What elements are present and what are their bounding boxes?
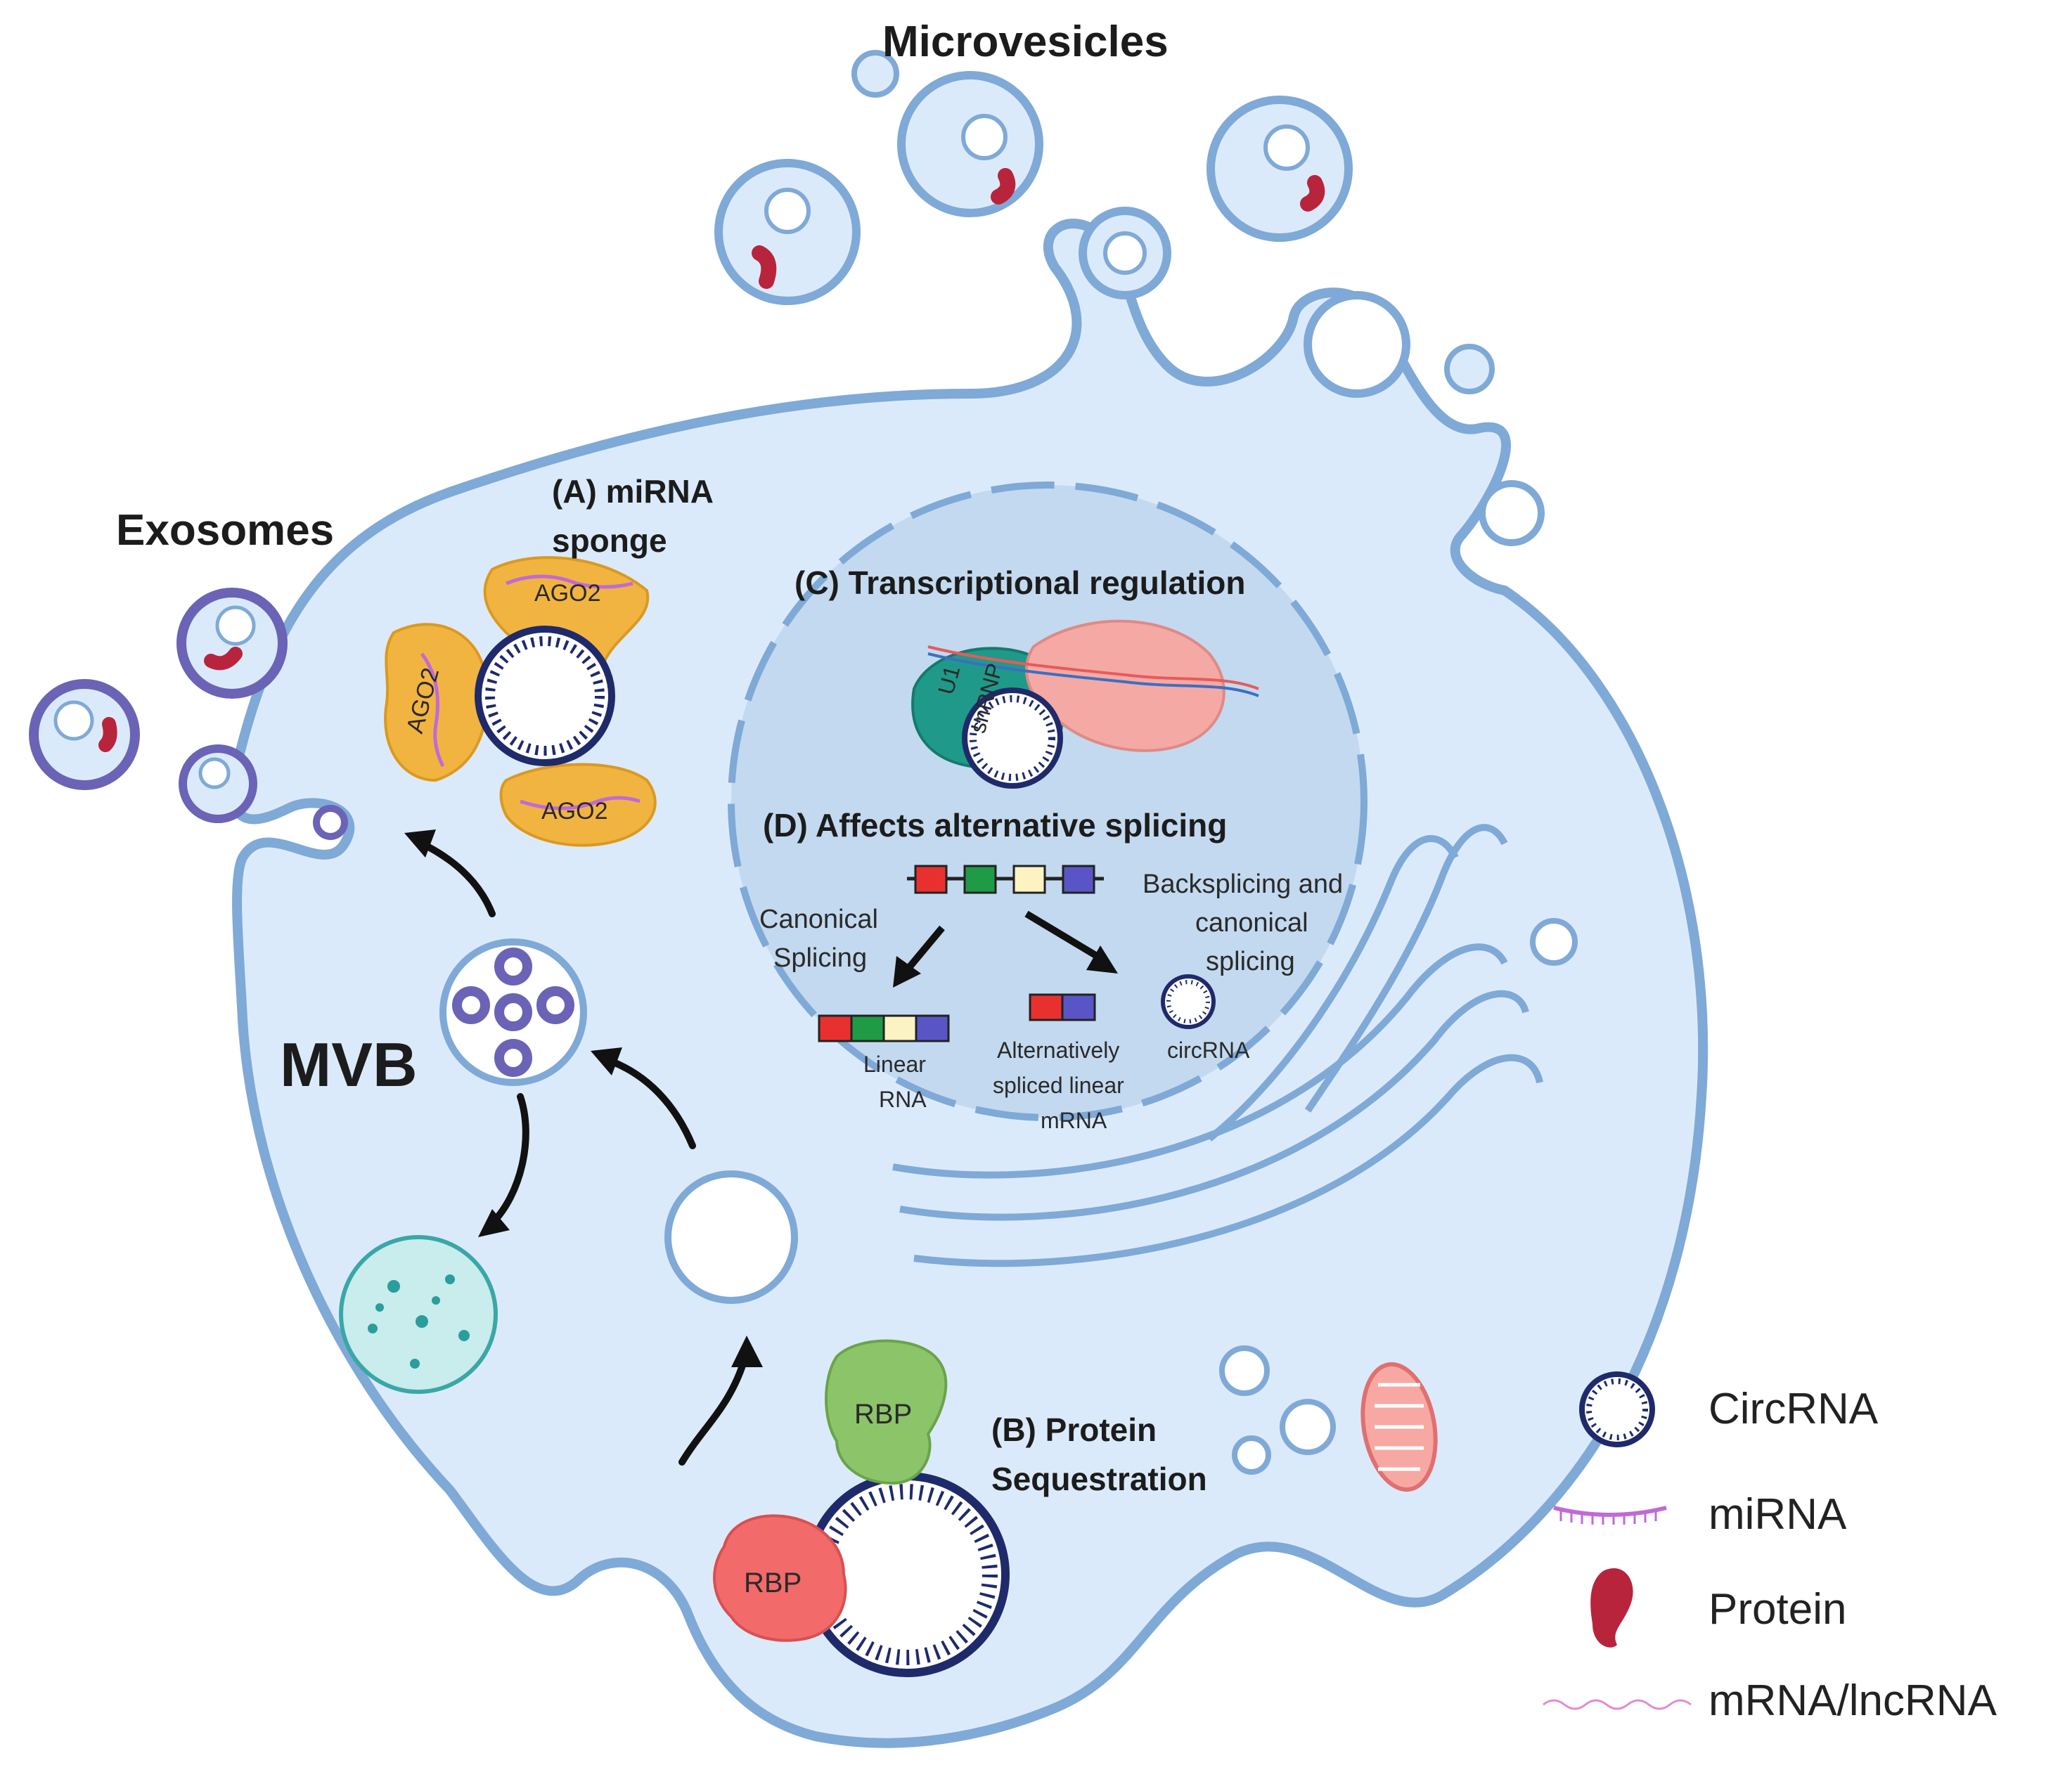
section-a-line1: (A) miRNA	[552, 473, 714, 510]
transcription-complex	[911, 619, 1259, 789]
exosomes-title: Exosomes	[116, 506, 334, 555]
circrna-product	[1161, 974, 1216, 1029]
microvesicle-small	[1444, 344, 1495, 394]
canonical-splicing-line2: Splicing	[773, 943, 867, 973]
linear-rna	[818, 1014, 950, 1042]
er-vesicles	[1219, 918, 1578, 1475]
backsplicing-line1: Backsplicing and	[1143, 870, 1343, 899]
mvb	[439, 938, 587, 1086]
membrane-bud	[1079, 207, 1545, 546]
microvesicle	[897, 71, 1043, 217]
section-b-line2: Sequestration	[991, 1461, 1207, 1497]
microvesicle	[714, 159, 861, 305]
pathway-arrows	[418, 840, 749, 1466]
ago2-complex	[384, 556, 657, 847]
microvesicles	[714, 50, 1495, 394]
section-b-line1: (B) Protein	[991, 1411, 1157, 1448]
rbp-protein-green	[825, 1339, 948, 1485]
exosome	[29, 679, 140, 790]
circrna	[475, 626, 615, 766]
exosomes	[29, 588, 348, 840]
circrna	[962, 687, 1063, 789]
rbp-label-red: RBP	[744, 1568, 802, 1598]
section-c-title: (C) Transcriptional regulation	[794, 564, 1246, 601]
legend-mirna-icon	[1553, 1506, 1667, 1517]
ago2-label-bottom: AGO2	[541, 798, 607, 825]
linear-rna-line1: Linear	[863, 1052, 926, 1077]
alternatively-spliced-mrna	[1029, 993, 1096, 1021]
rbp-label-green: RBP	[854, 1399, 912, 1430]
alt-spliced-line1: Alternatively	[997, 1038, 1119, 1063]
exosome	[179, 744, 257, 823]
early-endosome	[664, 1170, 798, 1304]
nucleus	[728, 482, 1368, 1121]
microvesicles-title: Microvesicles	[882, 18, 1169, 66]
section-a-line2: sponge	[552, 522, 667, 559]
microvesicle	[1206, 96, 1353, 242]
rbp-protein-red	[713, 1514, 847, 1642]
backsplicing-line3: splicing	[1206, 947, 1295, 976]
microvesicle-small	[851, 50, 899, 98]
splicing-arrows	[904, 910, 1099, 973]
alt-spliced-line2: spliced linear	[993, 1073, 1124, 1098]
linear-rna-line2: RNA	[879, 1087, 927, 1112]
alt-spliced-line3: mRNA	[1041, 1108, 1107, 1133]
circrna-product-label: circRNA	[1167, 1038, 1250, 1063]
section-d-title: (D) Affects alternative splicing	[763, 807, 1227, 844]
legend-mirna-ticks	[1559, 1511, 1657, 1525]
endoplasmic-reticulum	[892, 824, 1543, 1267]
ago2-protein	[499, 763, 657, 847]
legend-circrna-label: CircRNA	[1709, 1385, 1879, 1433]
legend	[1543, 1371, 1692, 1710]
exosome	[176, 588, 288, 699]
legend-protein-label: Protein	[1709, 1585, 1846, 1634]
mitochondrion	[1360, 1362, 1438, 1492]
canonical-splicing-line1: Canonical	[759, 905, 878, 934]
lysosome	[339, 1235, 498, 1394]
mvb-title: MVB	[280, 1030, 418, 1099]
legend-mirna-label: miRNA	[1709, 1490, 1847, 1539]
ago2-label-top: AGO2	[534, 580, 600, 607]
legend-protein-icon	[1590, 1568, 1633, 1648]
exosome-small	[313, 805, 348, 840]
legend-circrna-icon	[1579, 1371, 1655, 1447]
legend-mrna-label: mRNA/lncRNA	[1709, 1676, 1997, 1725]
rbp-complex	[713, 1339, 1010, 1677]
backsplicing-line2: canonical	[1195, 908, 1308, 938]
splicing-arrowheads	[893, 945, 1118, 988]
pre-mrna	[907, 865, 1104, 894]
legend-mrna-icon	[1543, 1699, 1692, 1710]
arrowheads	[404, 829, 763, 1367]
